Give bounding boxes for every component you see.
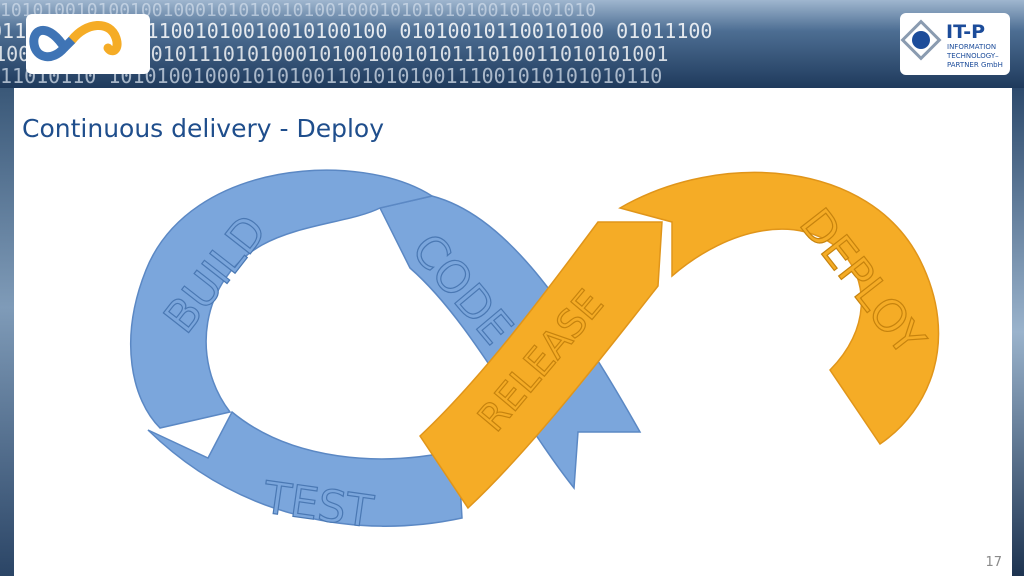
logo-left [26,14,150,74]
globe-icon [912,31,930,49]
itp-logo-line-3: PARTNER GmbH [947,61,1003,69]
itp-logo-name: IT-P [946,21,985,43]
side-border-right [1012,88,1024,576]
itp-logo: IT-P INFORMATION TECHNOLOGY– PARTNER Gmb… [900,19,1003,69]
itp-logo-line-2: TECHNOLOGY– [946,52,999,60]
itp-logo-line-1: INFORMATION [947,43,996,51]
build-segment [130,169,434,429]
logo-right: IT-P INFORMATION TECHNOLOGY– PARTNER Gmb… [900,13,1010,75]
release-segment [419,221,663,510]
infinity-logo-icon [29,21,122,62]
page-number: 17 [985,555,1002,570]
side-border-left [0,88,14,576]
page-title: Continuous delivery - Deploy [22,114,384,143]
deploy-segment [618,171,940,446]
test-segment [147,410,463,527]
